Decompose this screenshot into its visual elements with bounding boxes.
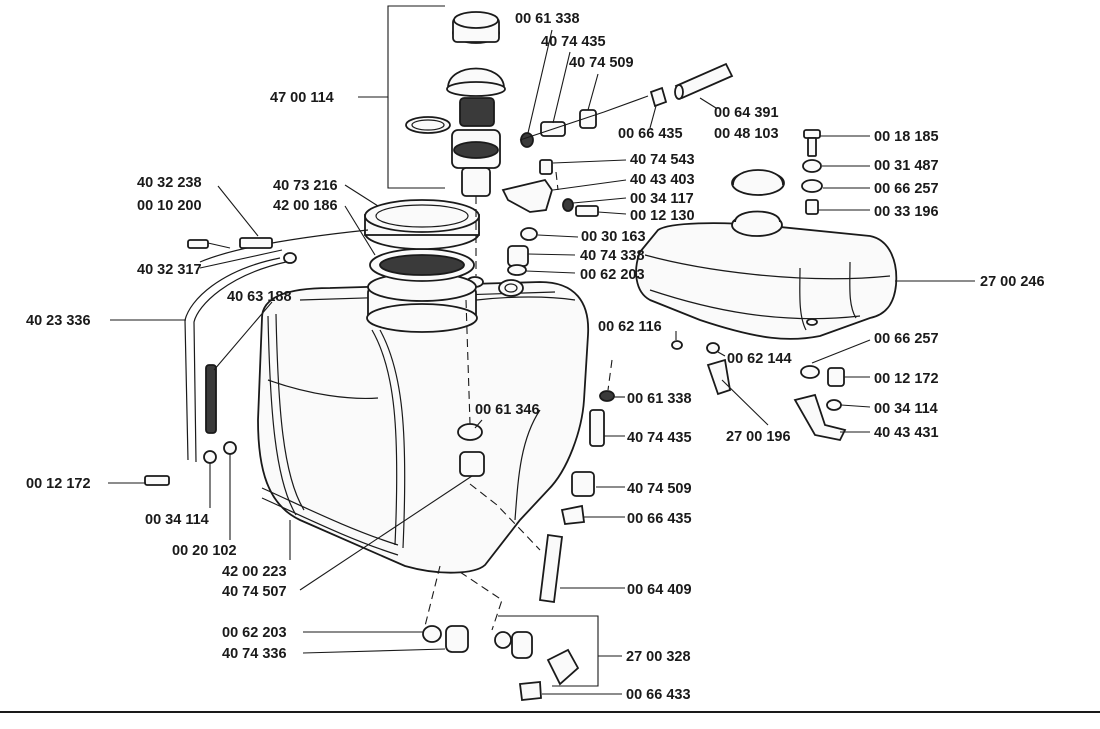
label-00-10-200: 00 10 200 [137,198,202,214]
label-00-64-409: 00 64 409 [627,582,692,598]
hardware-parts [144,62,847,701]
label-00-12-130: 00 12 130 [630,208,695,224]
label-40-74-435-mid: 40 74 435 [627,430,692,446]
label-00-66-433: 00 66 433 [626,687,691,703]
label-00-34-114-right: 00 34 114 [874,401,938,417]
label-00-34-117: 00 34 117 [630,191,694,207]
label-00-66-435-top: 00 66 435 [618,126,683,142]
label-40-63-188: 40 63 188 [227,289,292,305]
label-00-62-203-bot: 00 62 203 [222,625,287,641]
label-00-31-487: 00 31 487 [874,158,939,174]
label-00-66-435-mid: 00 66 435 [627,511,692,527]
label-00-12-172-right: 00 12 172 [874,371,939,387]
label-00-62-116: 00 62 116 [598,319,662,335]
label-40-74-543: 40 74 543 [630,152,695,168]
label-00-30-163: 00 30 163 [581,229,646,245]
label-00-33-196: 00 33 196 [874,204,939,220]
main-tank [257,276,589,574]
filler-cap-assembly [405,11,506,197]
label-40-74-509-mid: 40 74 509 [627,481,692,497]
label-00-61-338-top: 00 61 338 [515,11,580,27]
label-00-64-391: 00 64 391 [714,105,779,121]
label-40-43-403: 40 43 403 [630,172,695,188]
label-40-74-435-top: 40 74 435 [541,34,606,50]
label-40-23-336: 40 23 336 [26,313,91,329]
label-47-00-114: 47 00 114 [270,90,334,106]
label-00-12-172-left: 00 12 172 [26,476,91,492]
label-40-74-336: 40 74 336 [222,646,287,662]
reserve-tank [635,169,898,340]
label-40-74-507: 40 74 507 [222,584,287,600]
label-00-62-203-mid: 00 62 203 [580,267,645,283]
leader-lines [108,5,975,695]
label-42-00-186: 42 00 186 [273,198,338,214]
label-40-74-338: 40 74 338 [580,248,645,264]
label-00-61-338-mid: 00 61 338 [627,391,692,407]
label-40-43-431: 40 43 431 [874,425,939,441]
label-40-73-216: 40 73 216 [273,178,338,194]
label-00-48-103: 00 48 103 [714,126,779,142]
label-27-00-196: 27 00 196 [726,429,791,445]
label-00-20-102: 00 20 102 [172,543,237,559]
label-40-32-238: 40 32 238 [137,175,202,191]
part-labels: 47 00 114 00 61 338 40 74 435 40 74 509 … [26,11,1045,703]
label-27-00-328: 27 00 328 [626,649,691,665]
filler-neck-rings [364,199,480,333]
label-00-66-257-top: 00 66 257 [874,181,939,197]
label-00-66-257-bot: 00 66 257 [874,331,939,347]
label-42-00-223: 42 00 223 [222,564,287,580]
label-40-74-509-top: 40 74 509 [569,55,634,71]
label-00-34-114-left: 00 34 114 [145,512,209,528]
label-00-61-346: 00 61 346 [475,402,540,418]
label-27-00-246: 27 00 246 [980,274,1045,290]
label-00-62-144: 00 62 144 [727,351,792,367]
label-40-32-317: 40 32 317 [137,262,202,278]
label-00-18-185: 00 18 185 [874,129,939,145]
